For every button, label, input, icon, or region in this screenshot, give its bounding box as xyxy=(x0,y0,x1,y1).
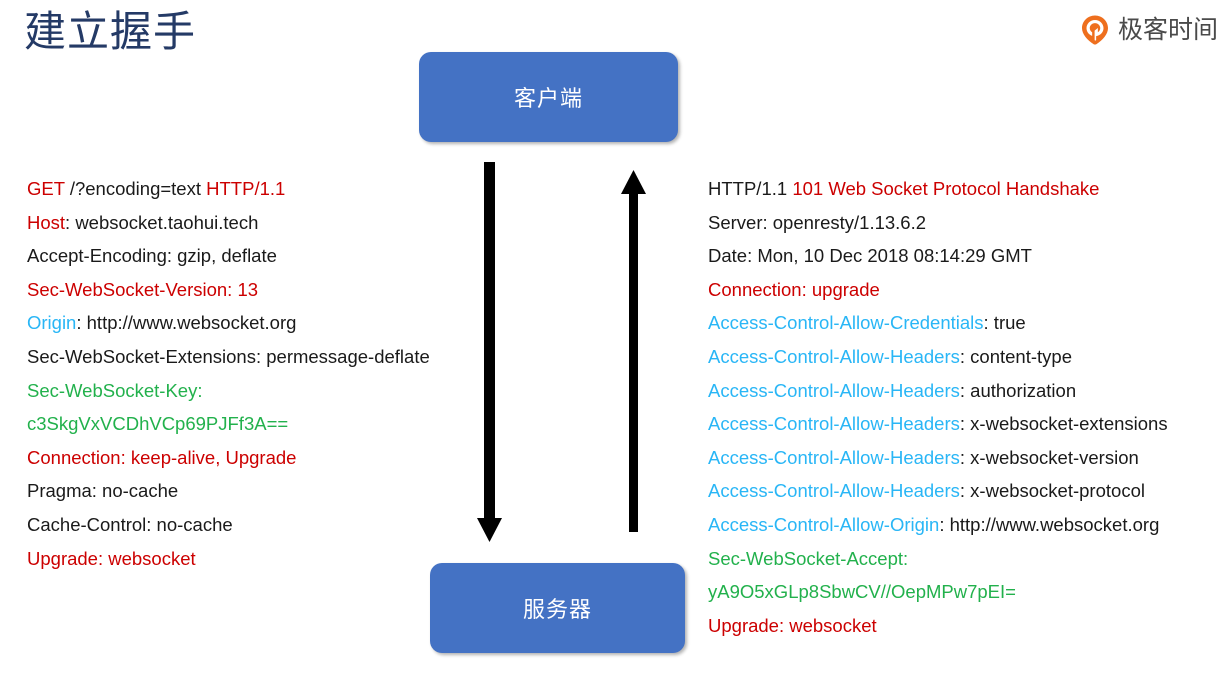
request-header-line: Host: websocket.taohui.tech xyxy=(27,206,430,240)
response-header-line: Access-Control-Allow-Headers: x-websocke… xyxy=(708,474,1168,508)
response-header-segment: : x-websocket-version xyxy=(959,446,1139,468)
response-header-segment: : authorization xyxy=(959,379,1077,401)
response-header-line: HTTP/1.1 101 Web Socket Protocol Handsha… xyxy=(708,172,1168,206)
request-header-segment: Host xyxy=(27,211,66,233)
request-header-line: c3SkgVxVCDhVCp69PJFf3A== xyxy=(27,407,430,441)
request-header-segment: Cache-Control: no-cache xyxy=(27,513,233,535)
response-message-block: HTTP/1.1 101 Web Socket Protocol Handsha… xyxy=(708,172,1168,642)
node-server: 服务器 xyxy=(430,563,685,653)
response-arrow-icon xyxy=(621,170,646,532)
response-header-line: Access-Control-Allow-Headers: x-websocke… xyxy=(708,407,1168,441)
node-client: 客户端 xyxy=(419,52,678,142)
request-header-line: Pragma: no-cache xyxy=(27,474,430,508)
response-header-segment: Access-Control-Allow-Headers xyxy=(708,413,960,435)
response-header-segment: Upgrade: websocket xyxy=(708,614,877,636)
response-header-segment: Connection: upgrade xyxy=(708,278,880,300)
request-header-segment: Sec-WebSocket-Key: xyxy=(27,379,203,401)
request-header-segment: : websocket.taohui.tech xyxy=(65,211,259,233)
response-header-line: Access-Control-Allow-Headers: x-websocke… xyxy=(708,441,1168,475)
request-header-segment: Sec-WebSocket-Extensions: permessage-def… xyxy=(27,345,430,367)
request-header-segment: Sec-WebSocket-Version: 13 xyxy=(27,278,259,300)
response-header-segment: Access-Control-Allow-Origin xyxy=(708,513,940,535)
request-header-segment: /?encoding=text xyxy=(69,178,207,199)
brand-logo: 极客时间 xyxy=(1079,14,1218,46)
response-header-line: Connection: upgrade xyxy=(708,273,1168,307)
response-header-segment: : x-websocket-protocol xyxy=(959,480,1145,502)
response-header-segment: HTTP/1.1 xyxy=(708,178,793,199)
response-header-segment: : x-websocket-extensions xyxy=(959,413,1168,435)
response-header-segment: Date: Mon, 10 Dec 2018 08:14:29 GMT xyxy=(708,245,1032,267)
request-header-segment: : http://www.websocket.org xyxy=(76,312,297,334)
request-header-line: Accept-Encoding: gzip, deflate xyxy=(27,239,430,273)
response-header-line: Access-Control-Allow-Credentials: true xyxy=(708,306,1168,340)
page-title: 建立握手 xyxy=(24,8,197,55)
request-header-line: Upgrade: websocket xyxy=(27,542,430,576)
response-header-line: Sec-WebSocket-Accept: xyxy=(708,542,1168,576)
request-header-segment: HTTP/1.1 xyxy=(206,178,286,199)
request-header-segment: Connection: keep-alive, Upgrade xyxy=(27,446,297,468)
request-header-line: Origin: http://www.websocket.org xyxy=(27,306,430,340)
response-header-segment: Access-Control-Allow-Headers xyxy=(708,379,960,401)
response-header-segment: : true xyxy=(983,312,1026,334)
response-header-line: yA9O5xGLp8SbwCV//OepMPw7pEI= xyxy=(708,575,1168,609)
response-header-segment: yA9O5xGLp8SbwCV//OepMPw7pEI= xyxy=(708,581,1016,603)
request-header-segment: Upgrade: websocket xyxy=(27,547,196,569)
request-header-segment: Pragma: no-cache xyxy=(27,480,179,502)
response-header-line: Access-Control-Allow-Headers: content-ty… xyxy=(708,340,1168,374)
response-header-segment: Sec-WebSocket-Accept: xyxy=(708,547,909,569)
response-header-segment: 101 Web Socket Protocol Handshake xyxy=(792,178,1100,199)
response-header-segment: Access-Control-Allow-Headers xyxy=(708,446,960,468)
request-header-line: Connection: keep-alive, Upgrade xyxy=(27,441,430,475)
response-header-segment: : content-type xyxy=(959,345,1072,367)
response-header-line: Date: Mon, 10 Dec 2018 08:14:29 GMT xyxy=(708,239,1168,273)
geektime-pin-icon xyxy=(1081,15,1108,45)
request-header-segment: Origin xyxy=(27,312,77,334)
request-header-line: Sec-WebSocket-Extensions: permessage-def… xyxy=(27,340,430,374)
request-header-line: Sec-WebSocket-Key: xyxy=(27,374,430,408)
response-header-segment: Access-Control-Allow-Credentials xyxy=(708,312,984,334)
request-header-segment: Accept-Encoding: gzip, deflate xyxy=(27,245,277,267)
request-header-line: Cache-Control: no-cache xyxy=(27,508,430,542)
request-header-segment: GET xyxy=(27,178,70,199)
handshake-arrows xyxy=(477,162,646,542)
request-header-line: GET /?encoding=text HTTP/1.1 xyxy=(27,172,430,206)
response-header-segment: Access-Control-Allow-Headers xyxy=(708,480,960,502)
request-header-line: Sec-WebSocket-Version: 13 xyxy=(27,273,430,307)
response-header-segment: : http://www.websocket.org xyxy=(939,513,1160,535)
response-header-line: Upgrade: websocket xyxy=(708,609,1168,643)
brand-name: 极客时间 xyxy=(1117,15,1218,44)
response-header-line: Access-Control-Allow-Headers: authorizat… xyxy=(708,374,1168,408)
response-header-line: Access-Control-Allow-Origin: http://www.… xyxy=(708,508,1168,542)
request-header-segment: c3SkgVxVCDhVCp69PJFf3A== xyxy=(27,413,289,435)
response-header-line: Server: openresty/1.13.6.2 xyxy=(708,206,1168,240)
response-header-segment: Access-Control-Allow-Headers xyxy=(708,345,960,367)
request-arrow-icon xyxy=(477,162,502,542)
response-header-segment: Server: openresty/1.13.6.2 xyxy=(708,211,927,233)
